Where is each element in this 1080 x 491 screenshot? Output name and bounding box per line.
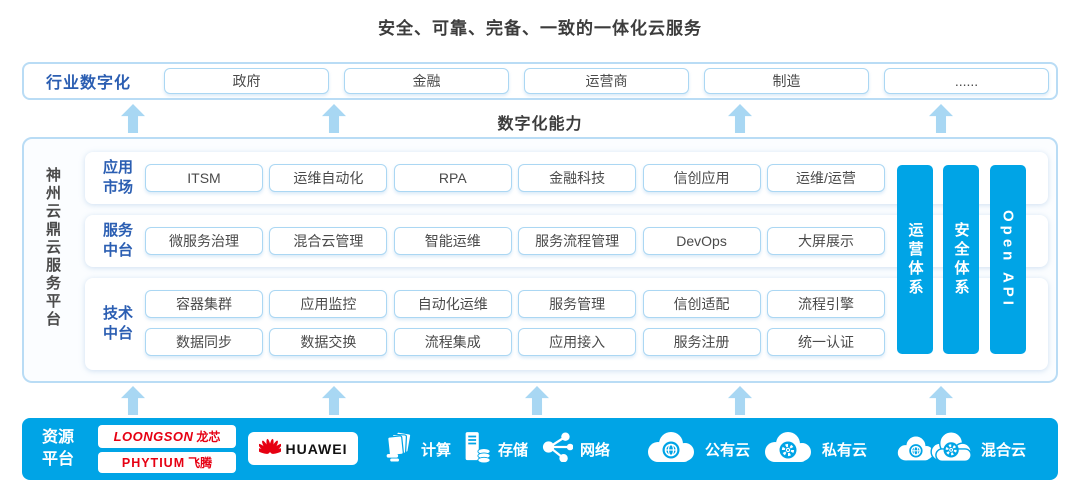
loongson-logo-text: LOONGSON (113, 429, 194, 444)
pillar-open-api: Open API (990, 165, 1026, 354)
item-service-process-mgmt: 服务流程管理 (518, 227, 637, 255)
item-rpa: RPA (393, 164, 512, 192)
item-ops-operation: 运维/运营 (766, 164, 885, 192)
up-arrow-icon (525, 386, 549, 415)
item-big-screen: 大屏展示 (766, 227, 885, 255)
item-ops-automation: 运维自动化 (269, 164, 388, 192)
tech-platform-label: 技术中台 (102, 305, 133, 342)
pillar-open-api-label: Open API (999, 210, 1017, 309)
private-cloud-icon (761, 430, 815, 469)
resource-storage: 存储 (463, 418, 528, 480)
pillar-security-system: 安全体系 (943, 165, 979, 354)
loongson-cn-text: 龙芯 (196, 430, 221, 444)
pillar-security-label: 安全体系 (952, 221, 970, 298)
loongson-logo: LOONGSON 龙芯 (98, 425, 236, 448)
item-itsm: ITSM (145, 164, 263, 192)
private-cloud-label: 私有云 (822, 441, 868, 459)
resource-compute: 计算 (384, 418, 451, 480)
industry-box-finance: 金融 (344, 68, 509, 94)
app-market-label: 应用市场 (102, 159, 133, 196)
tech-platform-items-line2: 数据同步 数据交换 流程集成 应用接入 服务注册 统一认证 (145, 328, 885, 356)
item-fintech: 金融科技 (518, 164, 637, 192)
industry-box-more: ...... (884, 68, 1049, 94)
item-app-access: 应用接入 (518, 328, 637, 356)
industry-box-government: 政府 (164, 68, 329, 94)
item-xinchuang-adaptation: 信创适配 (642, 290, 761, 318)
resource-private-cloud: 私有云 (761, 418, 867, 480)
item-devops: DevOps (642, 227, 761, 255)
item-automated-ops: 自动化运维 (393, 290, 512, 318)
hybrid-cloud-label: 混合云 (981, 441, 1027, 459)
item-process-engine: 流程引擎 (766, 290, 885, 318)
industry-boxes: 政府 金融 运营商 制造 ...... (164, 68, 1049, 94)
resource-platform-label: 资源平台 (41, 429, 74, 468)
up-arrow-icon (929, 386, 953, 415)
platform-side-label: 神州云鼎云服务平台 (44, 167, 61, 329)
storage-label: 存储 (498, 441, 529, 459)
item-hybrid-cloud-mgmt: 混合云管理 (269, 227, 388, 255)
capability-label: 数字化能力 (497, 116, 583, 133)
huawei-logo-text: HUAWEI (285, 440, 348, 457)
service-platform-label: 服务中台 (102, 222, 133, 259)
page-title: 安全、可靠、完备、一致的一体化云服务 (378, 19, 702, 38)
up-arrow-icon (121, 386, 145, 415)
item-unified-auth: 统一认证 (766, 328, 885, 356)
industry-row-label: 行业数字化 (46, 75, 132, 92)
huawei-logo: HUAWEI (248, 432, 358, 465)
up-arrow-icon (322, 386, 346, 415)
network-label: 网络 (580, 441, 611, 459)
storage-icon (463, 431, 491, 468)
item-service-registry: 服务注册 (642, 328, 761, 356)
item-container-cluster: 容器集群 (145, 290, 263, 318)
up-arrow-icon (728, 386, 752, 415)
industry-row: 行业数字化 政府 金融 运营商 制造 ...... (22, 62, 1058, 100)
tech-platform-row: 技术中台 容器集群 应用监控 自动化运维 服务管理 信创适配 流程引擎 数据同步… (85, 278, 1048, 370)
item-data-exchange: 数据交换 (269, 328, 388, 356)
item-app-monitoring: 应用监控 (269, 290, 388, 318)
app-market-row: 应用市场 ITSM 运维自动化 RPA 金融科技 信创应用 运维/运营 (85, 152, 1048, 204)
tech-platform-items-line1: 容器集群 应用监控 自动化运维 服务管理 信创适配 流程引擎 (145, 290, 885, 318)
pillar-operations-system: 运营体系 (897, 165, 933, 354)
resource-network: 网络 (541, 418, 610, 480)
item-microservice-governance: 微服务治理 (145, 227, 263, 255)
item-intelligent-ops: 智能运维 (393, 227, 512, 255)
item-service-mgmt: 服务管理 (518, 290, 637, 318)
compute-icon (384, 430, 414, 467)
service-platform-row: 服务中台 微服务治理 混合云管理 智能运维 服务流程管理 DevOps 大屏展示 (85, 215, 1048, 267)
item-xinchuang-app: 信创应用 (642, 164, 761, 192)
huawei-flower-icon (255, 437, 284, 461)
item-process-integration: 流程集成 (393, 328, 512, 356)
public-cloud-label: 公有云 (705, 441, 751, 459)
phytium-logo: PHYTIUM 飞腾 (98, 452, 236, 473)
industry-box-operator: 运营商 (524, 68, 689, 94)
service-platform-items: 微服务治理 混合云管理 智能运维 服务流程管理 DevOps 大屏展示 (145, 227, 885, 255)
phytium-cn-text: 飞腾 (188, 456, 213, 470)
network-icon (541, 431, 574, 467)
pillar-operations-label: 运营体系 (906, 221, 924, 298)
resource-platform-bar: 资源平台 LOONGSON 龙芯 PHYTIUM 飞腾 (22, 418, 1058, 480)
resource-public-cloud: 公有云 (644, 418, 750, 480)
compute-label: 计算 (421, 441, 452, 459)
item-data-sync: 数据同步 (145, 328, 263, 356)
app-market-items: ITSM 运维自动化 RPA 金融科技 信创应用 运维/运营 (145, 164, 885, 192)
resource-hybrid-cloud: 混合云 (894, 418, 1026, 480)
hybrid-cloud-icon (894, 429, 974, 470)
cloud-platform-panel: 神州云鼎云服务平台 应用市场 ITSM 运维自动化 RPA 金融科技 信创应用 … (22, 137, 1058, 383)
public-cloud-icon (644, 430, 698, 469)
phytium-logo-text: PHYTIUM (121, 455, 186, 470)
industry-box-manufacturing: 制造 (704, 68, 869, 94)
